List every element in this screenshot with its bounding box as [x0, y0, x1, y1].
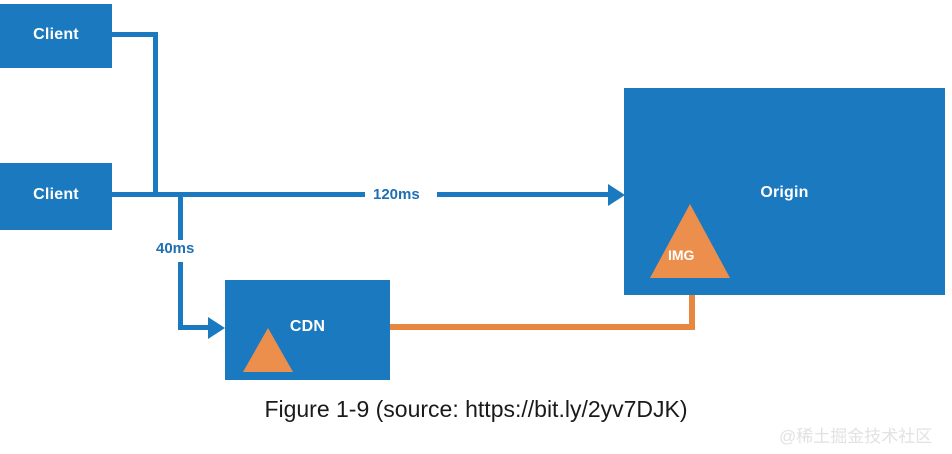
node-cdn[interactable]: CDN — [225, 280, 390, 380]
node-cdn-label: CDN — [289, 318, 326, 335]
edge-cdn-branch-vertical-lower — [178, 262, 183, 330]
edge-cdn-branch-vertical-upper — [178, 196, 183, 240]
img-asset-label: IMG — [668, 247, 695, 263]
edge-main-bus-left — [110, 192, 365, 197]
edge-label-40ms: 40ms — [152, 240, 199, 257]
edge-client-top-horizontal — [110, 32, 158, 37]
img-asset-triangle-icon — [650, 204, 730, 278]
node-client-top-label: Client — [33, 26, 79, 43]
node-origin-label: Origin — [760, 184, 809, 201]
cdn-asset-triangle-icon — [243, 328, 293, 372]
node-client-bottom[interactable]: Client — [0, 163, 112, 230]
node-client-top[interactable]: Client — [0, 4, 112, 68]
edge-client-top-vertical — [153, 32, 158, 195]
arrowhead-to-origin — [608, 184, 625, 206]
edge-cdn-branch-horizontal — [178, 325, 214, 330]
edge-cdn-to-origin-horizontal — [388, 324, 695, 330]
node-origin[interactable]: Origin IMG — [624, 88, 945, 295]
edge-label-120ms: 120ms — [369, 186, 424, 203]
figure-caption: Figure 1-9 (source: https://bit.ly/2yv7D… — [264, 396, 688, 422]
edge-cdn-to-origin-vertical — [689, 272, 695, 330]
arrowhead-to-cdn — [208, 317, 225, 339]
watermark: @稀土掘金技术社区 — [779, 427, 933, 446]
node-client-bottom-label: Client — [33, 186, 79, 203]
edge-main-bus-right — [437, 192, 609, 197]
